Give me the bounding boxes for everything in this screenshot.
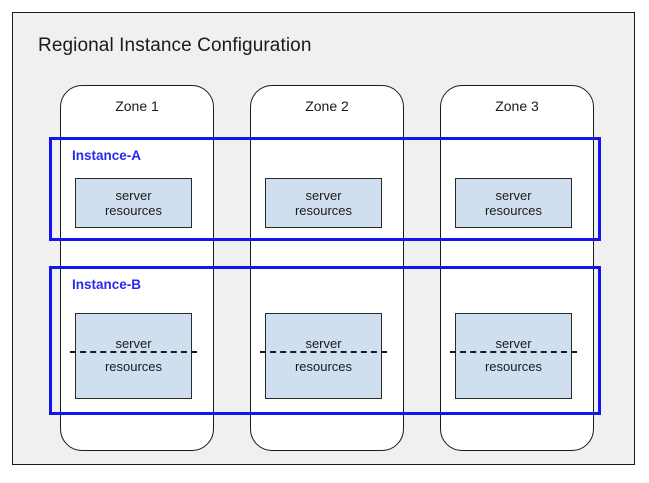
server-resource-line2: resources: [104, 359, 163, 374]
zone-label-3: Zone 3: [495, 98, 539, 114]
dashed-split-line: [450, 351, 577, 353]
instance-band-b[interactable]: Instance-B: [49, 266, 601, 415]
region-frame: Regional Instance Configuration Zone 1 Z…: [12, 12, 635, 465]
zone-label-2: Zone 2: [305, 98, 349, 114]
server-resource-line1: server: [115, 336, 152, 351]
server-resource-box-b2[interactable]: server resources: [260, 313, 387, 399]
server-resource-line2: resources: [104, 203, 163, 218]
server-resource-box-b1[interactable]: server resources: [70, 313, 197, 399]
server-resource-line2: resources: [294, 203, 353, 218]
server-resource-box-a1[interactable]: server resources: [75, 178, 192, 228]
server-resource-line2: resources: [294, 359, 353, 374]
dashed-split-line: [70, 351, 197, 353]
server-resource-line1: server: [305, 188, 342, 203]
server-resource-line1: server: [495, 188, 532, 203]
instance-band-a[interactable]: Instance-A: [49, 137, 601, 241]
server-resource-line1: server: [305, 336, 342, 351]
server-resource-box-a2[interactable]: server resources: [265, 178, 382, 228]
server-resource-line1: server: [495, 336, 532, 351]
zone-label-1: Zone 1: [115, 98, 159, 114]
server-resource-line2: resources: [484, 359, 543, 374]
page-title: Regional Instance Configuration: [38, 35, 312, 56]
server-resource-box-b3[interactable]: server resources: [450, 313, 577, 399]
server-resource-line2: resources: [484, 203, 543, 218]
server-resource-box-a3[interactable]: server resources: [455, 178, 572, 228]
instance-label-b: Instance-B: [72, 277, 142, 292]
dashed-split-line: [260, 351, 387, 353]
server-resource-line1: server: [115, 188, 152, 203]
instance-label-a: Instance-A: [72, 148, 142, 163]
